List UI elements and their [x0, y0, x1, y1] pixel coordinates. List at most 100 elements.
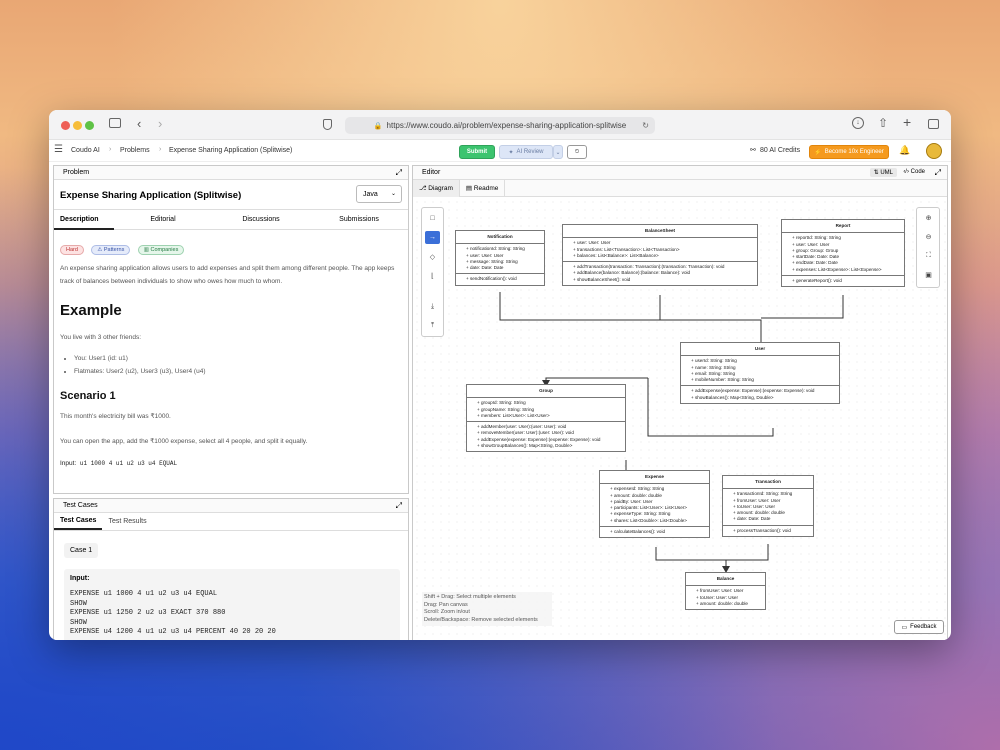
maximize-window-dot[interactable]: [85, 121, 94, 130]
method: + calculateBalances(): void: [610, 529, 666, 535]
minimize-window-dot[interactable]: [73, 121, 82, 130]
bill-text: This month's electricity bill was ₹1000.: [60, 413, 171, 420]
download-icon[interactable]: ↓: [852, 117, 864, 129]
example-heading: Example: [60, 302, 122, 319]
expand-icon[interactable]: ⤢: [395, 167, 402, 177]
tab-readme[interactable]: ▤ Readme: [460, 179, 506, 197]
bell-icon[interactable]: 🔔: [899, 145, 911, 155]
share-icon[interactable]: ⇧: [878, 116, 889, 130]
test-input-code: EXPENSE u1 1000 4 u1 u2 u3 u4 EQUAL SHOW…: [70, 590, 394, 638]
download-icon[interactable]: ⤓: [430, 302, 435, 310]
uml-class-expense[interactable]: Expense + expenseId: String: String+ amo…: [599, 470, 710, 539]
uml-class-user[interactable]: User + userId: String: String+ name: Str…: [680, 342, 840, 405]
tab-description[interactable]: Description: [54, 210, 114, 230]
timer-icon[interactable]: ⏲: [567, 145, 587, 159]
bolt-icon: ⚡: [814, 149, 822, 156]
reload-icon[interactable]: ↻: [642, 121, 649, 130]
feedback-button[interactable]: ▭Feedback: [894, 620, 944, 634]
logo-icon[interactable]: ☰: [54, 144, 63, 155]
ai-review-dropdown-icon[interactable]: ⌄: [553, 145, 563, 159]
class-attributes: + userId: String: String+ name: String: …: [681, 356, 839, 387]
companies-badge[interactable]: ▥ Companies: [137, 245, 185, 255]
zoom-palette: ⊕ ⊖ ⛶ ▣: [916, 207, 940, 288]
credits-label[interactable]: 80 AI Credits: [760, 147, 801, 154]
address-bar[interactable]: 🔒 https://www.coudo.ai/problem/expense-s…: [345, 117, 655, 134]
tab-discussions[interactable]: Discussions: [242, 216, 280, 223]
uml-class-balancesheet[interactable]: BalanceSheet + user: User: User+ transac…: [562, 224, 758, 287]
attribute: + expenseId: String: String: [610, 486, 665, 492]
attribute: + user: User: User: [792, 241, 830, 247]
code-toggle[interactable]: ‹/› Code: [903, 169, 925, 175]
avatar[interactable]: [926, 143, 942, 159]
sidebar-toggle-icon[interactable]: [109, 118, 121, 128]
close-window-dot[interactable]: [61, 121, 70, 130]
uml-class-notification[interactable]: Notification + notificationId: String: S…: [455, 230, 545, 286]
class-attributes: + notificationId: String: String+ user: …: [456, 244, 544, 275]
attribute: + name: String: String: [691, 364, 736, 370]
breadcrumb-chevron-icon: ›: [159, 146, 162, 153]
ai-review-button[interactable]: ✦AI Review: [499, 145, 553, 159]
uml-class-group[interactable]: Group + groupId: String: String+ groupNa…: [466, 384, 626, 453]
new-tab-icon[interactable]: +: [903, 114, 912, 130]
case-1-button[interactable]: Case 1: [64, 543, 99, 558]
method: + addTransaction(transaction: Transactio…: [573, 264, 725, 270]
attribute: + toUser: User: User: [696, 594, 738, 600]
class-attributes: + user: User: User+ transactions: List<T…: [563, 238, 757, 263]
test-input-label: Input:: [70, 575, 90, 582]
feedback-label: Feedback: [910, 624, 937, 630]
chat-icon: ▭: [901, 624, 908, 631]
uml-class-report[interactable]: Report + reportId: String: String+ user:…: [781, 219, 905, 288]
attribute: + date: Date: Date: [466, 265, 504, 271]
patterns-badge[interactable]: ⚠ Patterns: [91, 245, 131, 255]
expand-icon[interactable]: ⤢: [395, 500, 402, 510]
tab-editorial[interactable]: Editorial: [150, 216, 176, 223]
tab-test-cases[interactable]: Test Cases: [54, 517, 103, 530]
zoom-out-icon[interactable]: ⊖: [925, 233, 932, 241]
shield-icon[interactable]: [323, 119, 332, 130]
code-line: SHOW: [70, 618, 87, 627]
attribute: + expenses: List<Expense>: List<Expense>: [792, 266, 882, 272]
arrow-tool-icon[interactable]: →: [425, 231, 440, 244]
attribute: + shares: List<Double>: List<Double>: [610, 517, 687, 523]
class-methods: + addMember(user: User):(user: User): vo…: [467, 422, 625, 451]
connector-tool-icon[interactable]: ⌊: [431, 272, 434, 280]
class-attributes: + reportId: String: String+ user: User: …: [782, 233, 904, 277]
tab-test-results[interactable]: Test Results: [108, 518, 147, 525]
hint-text: Drag: Pan canvas: [424, 601, 468, 608]
language-select[interactable]: Java⌄: [356, 185, 402, 203]
method: + generateReport(): void: [792, 278, 842, 284]
sparkle-icon: ✦: [508, 149, 514, 156]
become-engineer-button[interactable]: ⚡Become 10x Engineer: [809, 145, 889, 159]
layout-icon[interactable]: ▣: [925, 271, 932, 279]
submit-button[interactable]: Submit: [459, 145, 495, 159]
attribute: + members: List<User>: List<User>: [477, 412, 550, 418]
class-attributes: + transactionId: String: String+ fromUse…: [723, 489, 813, 526]
back-icon[interactable]: ‹: [137, 116, 142, 131]
editor-header: Editor ⇅ UML ‹/› Code ⤢: [413, 166, 947, 180]
uml-class-transaction[interactable]: Transaction + transactionId: String: Str…: [722, 475, 814, 538]
editor-panel: Editor ⇅ UML ‹/› Code ⤢ ⎇ Diagram ▤ Read…: [412, 165, 948, 640]
diagram-canvas[interactable]: Notification + notificationId: String: S…: [413, 198, 947, 640]
uml-toggle[interactable]: ⇅ UML: [869, 168, 897, 177]
rectangle-tool-icon[interactable]: □: [430, 215, 435, 222]
method: + addMember(user: User):(user: User): vo…: [477, 424, 567, 430]
test-input-box: Input: EXPENSE u1 1000 4 u1 u2 u3 u4 EQU…: [64, 569, 400, 640]
breadcrumb-problems[interactable]: Problems: [120, 147, 150, 154]
uml-class-balance[interactable]: Balance + fromUser: User: User+ toUser: …: [685, 572, 766, 611]
test-cases-title: Test Cases: [63, 502, 98, 509]
app-header: ☰ Coudo AI › Problems › Expense Sharing …: [49, 140, 951, 162]
tab-submissions[interactable]: Submissions: [339, 216, 379, 223]
diamond-tool-icon[interactable]: ◇: [429, 253, 436, 261]
diagram-icon: ⎇: [419, 184, 429, 192]
brand-link[interactable]: Coudo AI: [71, 147, 100, 154]
forward-icon[interactable]: ›: [158, 116, 163, 131]
attribute: + amount: double: double: [696, 600, 748, 606]
upload-icon[interactable]: ⤒: [430, 321, 435, 329]
friends-list: You: User1 (id: u1) Flatmates: User2 (u2…: [60, 352, 402, 378]
tab-overview-icon[interactable]: [928, 119, 939, 129]
class-name: BalanceSheet: [563, 225, 757, 239]
tab-diagram[interactable]: ⎇ Diagram: [413, 179, 460, 197]
zoom-in-icon[interactable]: ⊕: [925, 214, 932, 222]
fit-view-icon[interactable]: ⛶: [926, 251, 931, 259]
expand-icon[interactable]: ⤢: [934, 167, 941, 177]
